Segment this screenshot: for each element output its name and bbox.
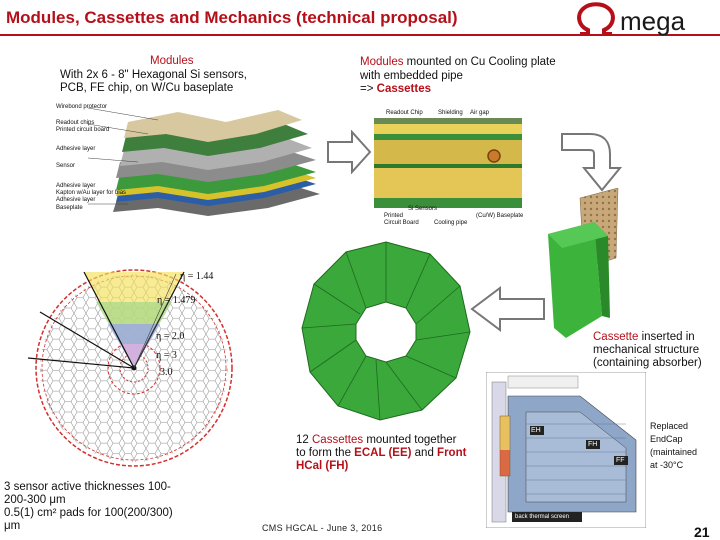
stack-label-3: Adhesive layer — [56, 146, 96, 152]
sensor-line1: 3 sensor active thicknesses 100- — [4, 481, 171, 493]
endcap-line2: EndCap — [650, 434, 683, 444]
detector-label-eh: EH — [531, 427, 541, 434]
omega-logo — [577, 2, 615, 36]
eta-label-2: η = 1.479 — [157, 295, 196, 306]
disk-line1: 12 Cassettes mounted together — [296, 434, 457, 446]
arrow-left-icon — [470, 286, 545, 332]
stack-label-7: Adhesive layer — [56, 197, 96, 203]
label-cooling-pipe: Cooling pipe — [434, 220, 468, 226]
slide-footer: CMS HGCAL - June 3, 2016 — [262, 523, 383, 533]
sensor-line4: μm — [4, 520, 21, 532]
eta-label-4: η = 3 — [156, 350, 177, 361]
detector-label-ff: FF — [616, 457, 625, 464]
eta-label-5: 3.0 — [160, 367, 173, 378]
mounted-line1: Modules mounted on Cu Cooling plate — [360, 56, 556, 68]
cassette-in-structure — [548, 188, 619, 338]
cassette-disk — [301, 241, 471, 421]
module-stack-diagram — [87, 107, 320, 216]
endcap-line3: (maintained — [650, 447, 698, 457]
detector-label-back: back thermal screen — [515, 514, 570, 520]
detector-label-fh: FH — [588, 441, 598, 448]
cassette-line1: Cassette inserted in — [593, 331, 695, 343]
slide-title: Modules, Cassettes and Mechanics (techni… — [6, 8, 458, 27]
label-si-sensors: Si Sensors — [408, 206, 438, 212]
disk-line3: HCal (FH) — [296, 460, 349, 472]
eta-label-3: η = 2.0 — [156, 331, 185, 342]
label-air-gap: Air gap — [470, 110, 490, 116]
stack-layer-protector — [124, 110, 302, 142]
modules-heading: Modules — [150, 55, 194, 67]
omega-symbol — [577, 2, 615, 36]
label-readout-chip: Readout Chip — [386, 110, 423, 116]
stack-label-0: Wirebond protector — [56, 104, 108, 110]
title-rule — [0, 34, 720, 36]
stack-label-4: Sensor — [56, 163, 76, 169]
endcap-line4: at -30°C — [650, 460, 684, 470]
stack-label-8: Baseplate — [56, 205, 83, 211]
stack-label-2: Printed circuit board — [56, 127, 110, 133]
label-circuit-board: Circuit Board — [384, 220, 419, 226]
sensor-layout-disk — [27, 269, 233, 467]
label-shielding: Shielding — [438, 110, 463, 116]
cassette-line2: mechanical structure — [593, 344, 700, 356]
label-printed: Printed — [384, 213, 404, 219]
cassette-line3: (containing absorber) — [593, 357, 702, 369]
cassette-cross-section — [374, 118, 522, 208]
mounted-line3: => Cassettes — [360, 83, 431, 95]
logo-text: mega — [620, 6, 686, 36]
stack-label-5: Adhesive layer — [56, 183, 96, 189]
sensor-line2: 200-300 μm — [4, 494, 66, 506]
cooling-pipe — [487, 149, 501, 163]
stack-label-6: Kapton w/Au layer for bias — [56, 190, 127, 196]
arrow-right-icon — [327, 130, 372, 174]
slide-number: 21 — [694, 524, 710, 540]
eta-label-1: η = 1.44 — [180, 271, 214, 282]
endcap-line1: Replaced — [650, 421, 689, 431]
stack-label-1: Readout chips — [56, 120, 95, 126]
mounted-line2: with embedded pipe — [360, 70, 463, 82]
sensor-line3: 0.5(1) cm² pads for 100(200/300) — [4, 507, 173, 519]
endcap-cross-section — [486, 372, 646, 528]
label-baseplate: (Cu/W) Baseplate — [476, 213, 524, 219]
modules-line2: PCB, FE chip, on W/Cu baseplate — [60, 82, 234, 94]
arrow-curved-down-icon — [561, 133, 623, 192]
disk-line2: to form the ECAL (EE) and Front — [296, 447, 467, 459]
modules-line1: With 2x 6 - 8" Hexagonal Si sensors, — [60, 69, 247, 81]
